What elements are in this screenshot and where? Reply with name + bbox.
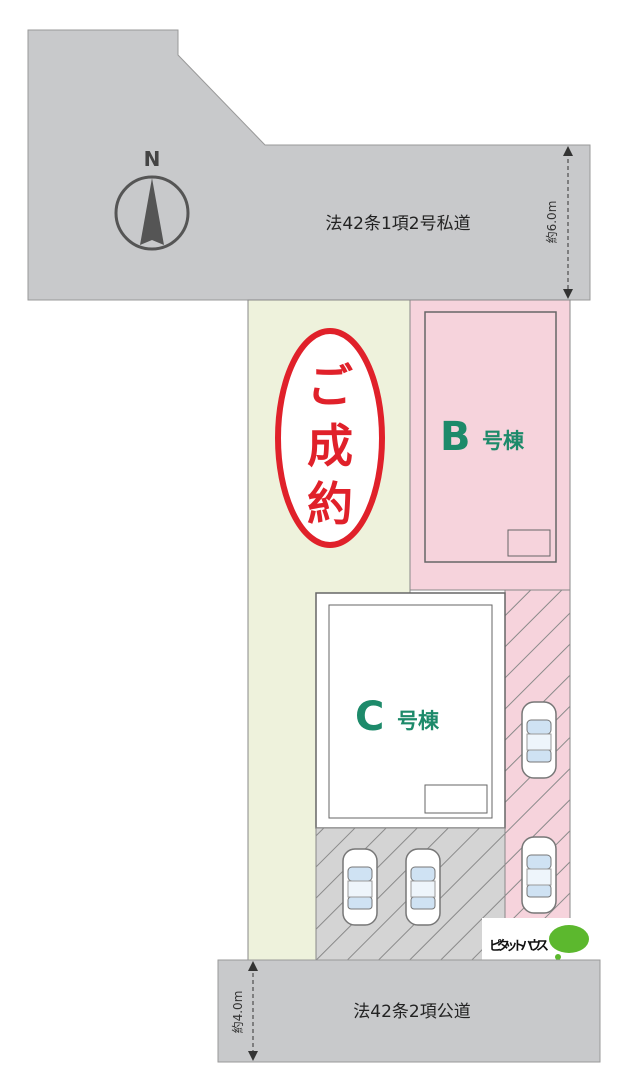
north-road-width: 約6.0m [544,201,559,244]
lot-b-suffix: 号棟 [482,429,525,453]
logo-text: ピタットハウス [489,939,549,954]
building-b [424,311,557,563]
c-entrance [424,784,488,814]
b-entrance [507,529,551,557]
south-road [217,959,601,1063]
svg-text:約: 約 [307,477,353,531]
lot-c-suffix: 号棟 [397,709,440,733]
svg-text:成: 成 [307,419,353,473]
lot-b [409,299,571,591]
north-compass-icon: N [114,147,190,251]
company-logo: ピタットハウス [482,918,602,960]
south-road-dimension: 約4.0m [230,961,258,1061]
lot-b-letter: B [440,414,471,460]
car-icon [342,848,378,926]
building-c [328,604,493,819]
south-road-label: 法42条2項公道 [353,1002,470,1022]
car-icon [405,848,441,926]
sold-stamp: ご 成 約 [275,328,385,548]
svg-text:ご: ご [307,359,353,413]
north-road-label: 法42条1項2号私道 [325,214,470,234]
car-icon [521,836,557,914]
lot-c-letter: C [355,694,384,740]
north-label: N [144,147,161,171]
north-road-dimension: 約6.0m [544,146,573,299]
south-road-width: 約4.0m [230,991,245,1034]
car-icon [521,701,557,779]
north-road [27,29,591,301]
